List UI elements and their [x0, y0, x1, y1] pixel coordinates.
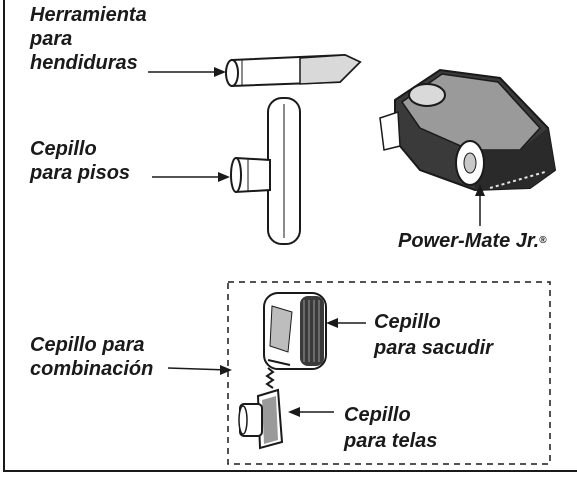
combination-brush-arrow	[167, 365, 232, 375]
dusting-brush-label-line2: para sacudir	[374, 337, 493, 359]
crevice-tool-label-line1: Herramienta	[30, 4, 147, 26]
crevice-tool-label-line2: para	[30, 28, 73, 50]
dusting-brush-arrow	[326, 318, 366, 328]
crevice-tool-arrow	[148, 67, 226, 77]
crevice-tool-illustration	[225, 53, 362, 88]
floor-brush-arrow	[152, 172, 230, 182]
dusting-brush-label-line1: Cepillo	[374, 311, 441, 333]
registered-mark: ®	[539, 235, 547, 246]
combination-brush-label-line1: Cepillo para	[30, 334, 145, 356]
upholstery-brush-illustration	[238, 388, 284, 450]
upholstery-brush-label-line2: para telas	[344, 430, 438, 452]
combination-connector-spring	[265, 367, 275, 389]
floor-brush-label-line1: Cepillo	[30, 138, 97, 160]
floor-brush-label-line2: para pisos	[30, 162, 131, 184]
power-mate-illustration	[379, 68, 557, 192]
dusting-brush-illustration	[263, 292, 327, 370]
combination-brush-group-box	[227, 281, 551, 465]
power-mate-arrow	[475, 184, 485, 226]
combination-brush-label-line2: combinación	[30, 358, 154, 380]
crevice-tool-label-line3: hendiduras	[30, 52, 138, 74]
power-mate-label-text: Power-Mate Jr.	[398, 230, 540, 252]
upholstery-brush-arrow	[288, 407, 334, 417]
upholstery-brush-label-line1: Cepillo	[344, 404, 411, 426]
floor-brush-illustration	[230, 97, 301, 245]
power-mate-label: Power-Mate Jr.®	[398, 230, 547, 252]
